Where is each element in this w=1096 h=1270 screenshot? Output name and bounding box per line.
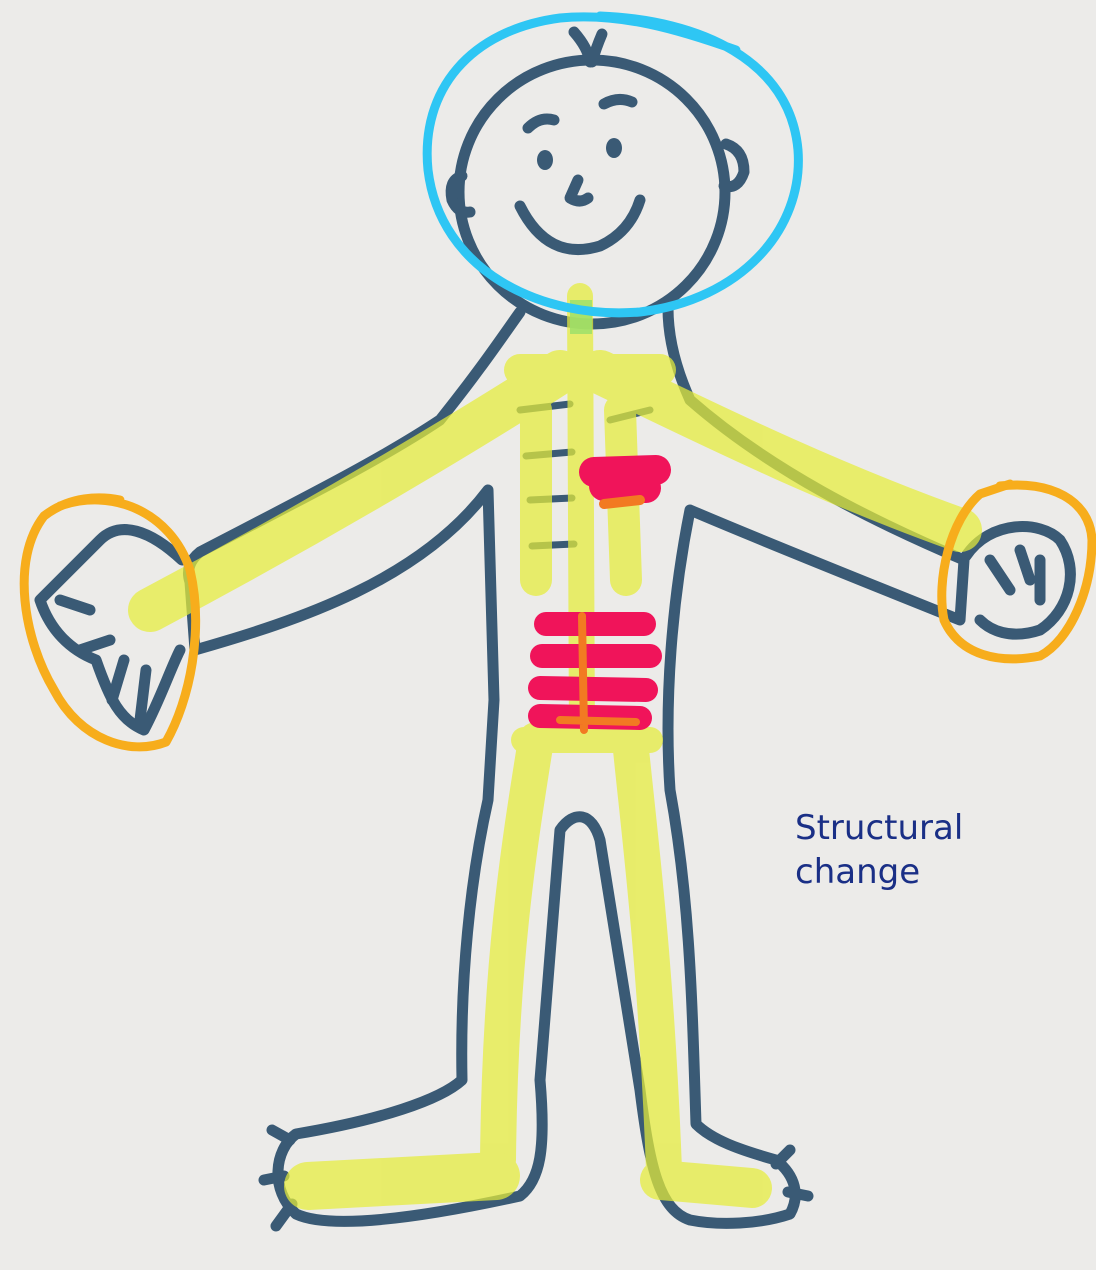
caption-line-2: change xyxy=(795,850,963,894)
right-foot-bone xyxy=(660,1180,752,1188)
structural-change-caption: Structural change xyxy=(795,806,963,894)
heart-edge xyxy=(604,500,640,504)
right-arm-bone xyxy=(600,372,960,530)
skeleton-highlight xyxy=(150,296,960,1188)
left-foot-bone xyxy=(308,1176,496,1186)
right-hand xyxy=(966,527,1070,635)
left-leg-bone xyxy=(498,740,536,1160)
right-eye xyxy=(606,138,622,158)
heart-mark xyxy=(594,470,656,488)
nose xyxy=(570,180,588,201)
right-fingers xyxy=(990,550,1040,600)
left-eye xyxy=(537,150,553,170)
smile xyxy=(520,200,640,250)
left-eyebrow xyxy=(528,119,554,128)
caption-line-1: Structural xyxy=(795,806,963,850)
left-arm-bone xyxy=(150,372,560,610)
right-eyebrow xyxy=(604,99,632,104)
intestine-mark xyxy=(540,624,650,718)
right-leg-bone xyxy=(630,740,664,1170)
